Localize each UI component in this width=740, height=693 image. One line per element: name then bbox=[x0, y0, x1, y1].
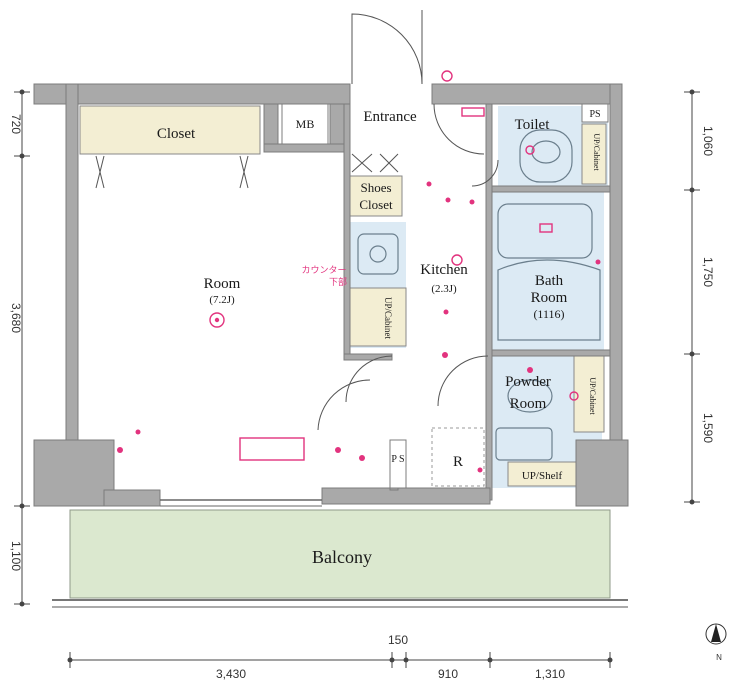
dim-bottom-4: 1,310 bbox=[535, 667, 565, 681]
door-swings bbox=[317, 10, 499, 431]
walls bbox=[33, 83, 629, 507]
mb-label: MB bbox=[296, 117, 315, 131]
up-cabinet-area bbox=[349, 287, 407, 347]
closet-area bbox=[79, 105, 261, 155]
room-size: (7.2J) bbox=[209, 294, 235, 306]
refrigerator-label: R bbox=[453, 454, 463, 470]
counter-note-2: 下部 bbox=[329, 276, 347, 288]
shoes-closet-label-1: Shoes bbox=[360, 180, 391, 195]
compass-label: N bbox=[716, 653, 722, 662]
toilet-label: Toilet bbox=[515, 117, 551, 133]
bath-floor bbox=[492, 192, 604, 350]
dim-bottom-3: 910 bbox=[438, 667, 458, 681]
mb-box bbox=[281, 103, 329, 145]
dim-left-1: 720 bbox=[9, 114, 23, 134]
dim-left-2: 3,680 bbox=[9, 303, 23, 333]
counter-note-1: カウンター bbox=[301, 265, 346, 276]
electrical-symbols bbox=[117, 70, 601, 473]
closet-doors bbox=[95, 155, 249, 189]
dim-bottom-2: 150 bbox=[388, 633, 408, 647]
powder-label-1: Powder bbox=[505, 374, 551, 390]
bath-label-2: Room bbox=[531, 290, 568, 306]
dim-right-1: 1,060 bbox=[701, 126, 715, 156]
entrance-label: Entrance bbox=[363, 109, 417, 125]
dim-bottom-1: 3,430 bbox=[216, 667, 246, 681]
dim-left-3: 1,100 bbox=[9, 541, 23, 571]
shoes-closet-doors bbox=[351, 153, 399, 173]
kitchen-size: (2.3J) bbox=[431, 283, 457, 295]
powder-cabinet-area bbox=[573, 355, 605, 433]
balcony-area bbox=[69, 509, 611, 599]
refrigerator-space bbox=[431, 427, 485, 487]
bath-size: (1116) bbox=[533, 307, 564, 321]
powder-cabinet-label: UP/Cabinet bbox=[588, 377, 597, 415]
dim-right-2: 1,750 bbox=[701, 257, 715, 287]
closet-label: Closet bbox=[157, 126, 196, 142]
shoes-closet-label-2: Closet bbox=[359, 197, 393, 212]
toilet-cabinet-label: UP/Cabinet bbox=[592, 133, 601, 171]
dimension-dots bbox=[19, 89, 695, 663]
up-shelf-area bbox=[507, 461, 577, 487]
bath-label-1: Bath bbox=[535, 273, 564, 289]
balcony-label: Balcony bbox=[312, 547, 372, 567]
kitchen-label: Kitchen bbox=[420, 262, 468, 278]
ps-top-box bbox=[581, 103, 609, 123]
ps-mid-label: P S bbox=[391, 454, 404, 465]
powder-label-2: Room bbox=[510, 396, 547, 412]
compass-icon bbox=[705, 623, 727, 645]
room-label: Room bbox=[204, 276, 241, 292]
dim-right-3: 1,590 bbox=[701, 413, 715, 443]
up-cabinet-label: UP/Cabinet bbox=[383, 297, 393, 339]
fixtures bbox=[357, 129, 601, 461]
ps-mid-box bbox=[389, 439, 407, 489]
ps-top-label: PS bbox=[589, 109, 600, 120]
up-shelf-label: UP/Shelf bbox=[522, 470, 563, 482]
toilet-cabinet-area bbox=[581, 123, 607, 185]
